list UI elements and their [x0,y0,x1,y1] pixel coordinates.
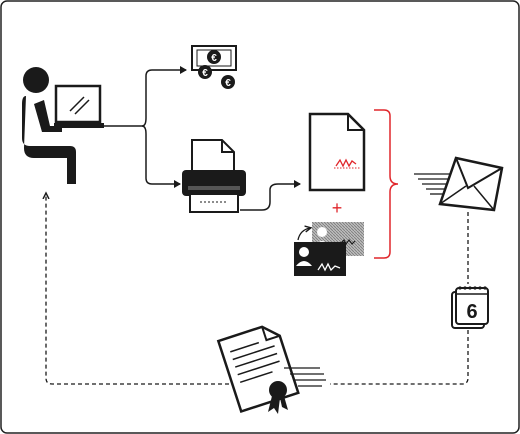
svg-text:€: € [211,53,217,64]
connector-calendar-to-certificate [330,330,469,385]
calendar-icon [451,286,489,329]
signed-document-icon [308,112,366,192]
person-at-laptop-icon [22,67,104,184]
svg-text:€: € [225,78,231,89]
connector-printer-to-document [240,180,301,211]
id-card-icon [294,222,364,276]
connector-certificate-to-person [46,194,236,385]
connector-person-to-outputs [104,66,187,188]
calendar-day-number: 6 [466,301,477,323]
envelope-icon [414,156,504,212]
printer-icon [182,139,246,213]
svg-text:€: € [202,68,208,79]
certificate-icon [216,325,326,414]
bundle-bracket [374,109,399,259]
money-euro-icon: € € € [191,45,237,89]
plus-sign: + [332,198,343,218]
